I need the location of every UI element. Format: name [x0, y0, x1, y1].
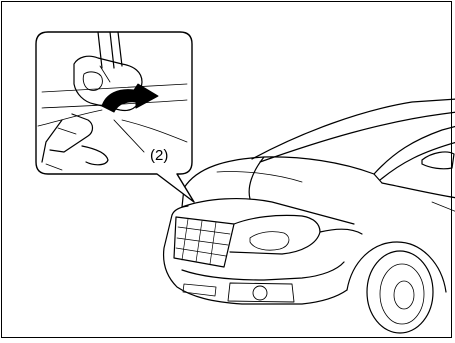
callout-label: (2)	[150, 148, 168, 163]
illustration-frame: (2)	[1, 1, 452, 338]
car-drawing	[164, 99, 455, 333]
callout-bubble	[36, 32, 194, 202]
